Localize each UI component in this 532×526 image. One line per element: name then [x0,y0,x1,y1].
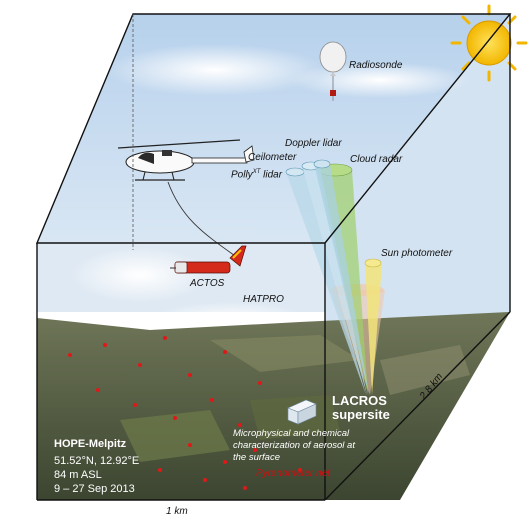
pyranometer-net-label: Pyranometer net [256,468,330,479]
width-dimension-label: 1 km [166,506,188,517]
pyranometer-dot [238,423,242,427]
doppler-lidar-label: Doppler lidar [285,138,342,149]
surface-description-line: Microphysical and chemical [233,428,350,439]
station-name: HOPE-Melpitz [54,438,127,450]
pyranometer-dot [298,468,302,472]
pyranometer-dot [163,336,167,340]
pyranometer-dot [103,343,107,347]
pyranometer-dot [223,460,227,464]
pyranometer-dot [173,416,177,420]
helicopter-icon [117,139,255,181]
sun-photometer-label: Sun photometer [381,248,453,259]
pyranometer-dot [188,373,192,377]
surface-description-line: characterization of aerosol at [233,440,355,451]
pyranometer-dot [96,388,100,392]
radiosonde-label: Radiosonde [349,60,403,71]
polly-lidar-label-base: Polly [231,169,253,181]
lacros-container-icon [287,399,317,425]
sun-photometer-beam [365,262,382,395]
pyranometer-dot [68,353,72,357]
ceilometer-label: Ceilometer [248,152,297,163]
pyranometer-dot [188,443,192,447]
pyranometer-dot [138,363,142,367]
pyranometer-dot [210,398,214,402]
sun-photometer-beam-top [364,258,382,268]
polly-lidar-label-sup: XT [252,169,261,175]
station-altitude: 84 m ASL [54,469,102,481]
pyranometer-dot [243,486,247,490]
station-period: 9 – 27 Sep 2013 [54,483,135,495]
sky-right [325,14,510,330]
lacros-site-line2: supersite [332,407,390,422]
polly-lidar-label: PollyXT lidar [231,169,282,180]
pyranometer-dot [253,448,257,452]
actos-label: ACTOS [190,278,225,289]
polly-lidar-label-suffix: lidar [260,169,283,181]
radiosonde-balloon-icon [319,41,347,101]
lacros-site-label: LACROS supersite [332,394,390,422]
pyranometer-dot [203,478,207,482]
cloud [105,44,325,96]
domain-cube [35,13,512,501]
hatpro-label: HATPRO [243,294,284,305]
actos-tether [167,181,239,259]
surface-description: Microphysical and chemical characterizat… [233,428,355,464]
station-coords: 51.52°N, 12.92°E [54,455,140,467]
field [380,345,470,395]
station-info: HOPE-Melpitz 51.52°N, 12.92°E 84 m ASL 9… [54,438,139,496]
ceilometer-beam [302,166,367,395]
polly-lidar-beam [286,172,366,395]
surface-description-line: the surface [233,452,280,463]
doppler-lidar-beam [314,164,369,395]
pyranometer-dot [258,381,262,385]
field [120,410,230,462]
field [210,335,360,372]
cloud-radar-label: Cloud radar [350,154,403,165]
polly-lidar-beam-top [285,167,305,177]
pyranometer-dot [133,403,137,407]
lacros-site-line1: LACROS [332,393,387,408]
pyranometer-dot [223,350,227,354]
doppler-lidar-beam-top [313,159,331,169]
cloud [70,247,210,303]
pyranometer-net [68,336,302,490]
pyranometer-dot [158,468,162,472]
actos-payload-icon [170,245,247,274]
